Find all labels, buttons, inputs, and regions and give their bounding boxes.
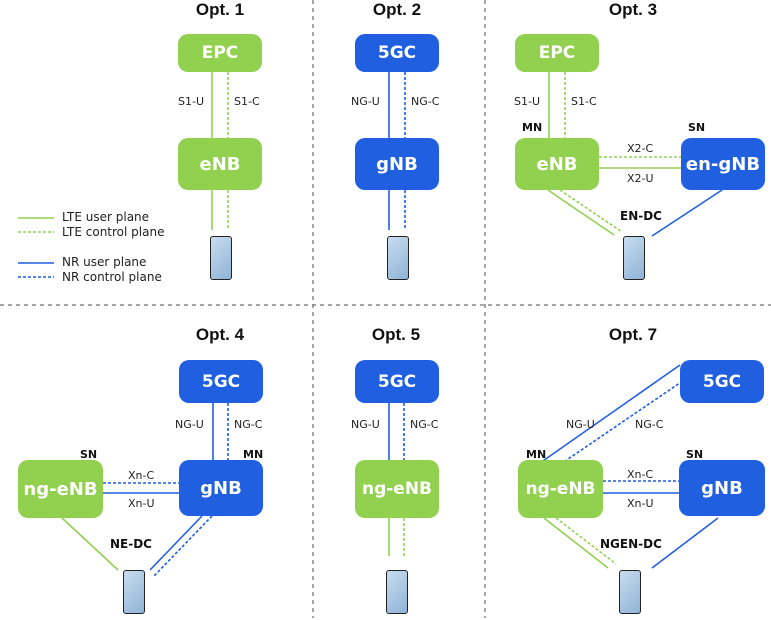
opt2-ue-phone-icon	[387, 236, 409, 280]
opt3-dc-label: EN-DC	[620, 209, 662, 223]
legend-nr-user-label: NR user plane	[62, 255, 147, 269]
opt3-epc-node: EPC	[515, 34, 599, 72]
opt7-ngu-label: NG-U	[566, 418, 595, 431]
opt7-title: Opt. 7	[608, 325, 658, 344]
opt3-sn-tag: SN	[688, 121, 706, 134]
legend-lte-ctrl-label: LTE control plane	[62, 225, 165, 239]
opt2-title: Opt. 2	[372, 0, 422, 19]
opt3-en-gnb-node: en-gNB	[681, 138, 765, 190]
opt7-dc-label: NGEN-DC	[600, 537, 662, 551]
opt3-ue-ctrl-line	[559, 189, 623, 233]
opt1-ue-phone-icon	[210, 236, 232, 280]
opt4-ue-phone-icon	[123, 570, 145, 614]
opt5-5gc-node: 5GC	[355, 360, 439, 403]
opt7-mn-tag: MN	[526, 448, 547, 461]
opt4-dc-label: NE-DC	[110, 537, 152, 551]
opt7-ngu-line	[539, 364, 681, 464]
opt7-ng-enb-node: ng-eNB	[518, 460, 603, 518]
opt2-ngc-label: NG-C	[411, 95, 440, 108]
opt4-ngu-label: NG-U	[175, 418, 204, 431]
opt4-mn-tag: MN	[243, 448, 264, 461]
legend-nr-ctrl-label: NR control plane	[62, 270, 162, 284]
opt4-5gc-node: 5GC	[179, 360, 263, 403]
opt3-ue-phone-icon	[623, 236, 645, 280]
opt5-ue-phone-icon	[386, 570, 408, 614]
opt4-ngc-label: NG-C	[234, 418, 263, 431]
opt7-ue-ctrl-line	[555, 517, 617, 565]
opt3-s1u-label: S1-U	[514, 95, 541, 108]
opt4-ue-user-line	[149, 515, 203, 571]
opt4-sn-tag: SN	[80, 448, 98, 461]
opt7-gnb-node: gNB	[679, 460, 765, 516]
opt1-epc-node: EPC	[178, 34, 262, 72]
opt3-title: Opt. 3	[608, 0, 658, 19]
opt3-enb-node: eNB	[515, 138, 599, 190]
opt3-ue-nr-line	[651, 189, 723, 237]
opt5-ngc-label: NG-C	[410, 418, 439, 431]
opt7-ngc-label: NG-C	[635, 418, 664, 431]
opt3-mn-tag: MN	[522, 121, 543, 134]
opt7-ue-phone-icon	[619, 570, 641, 614]
opt3-ue-user-line	[547, 189, 615, 236]
opt4-ue-lte-line	[61, 517, 119, 571]
opt5-title: Opt. 5	[371, 325, 421, 344]
opt7-ue-nr-line	[651, 517, 719, 569]
opt7-xnc-label: Xn-C	[627, 468, 654, 481]
opt7-5gc-node: 5GC	[680, 360, 764, 403]
opt2-ngu-label: NG-U	[351, 95, 380, 108]
opt4-title: Opt. 4	[195, 325, 245, 344]
opt7-sn-tag: SN	[686, 448, 704, 461]
opt4-ng-enb-node: ng-eNB	[18, 460, 103, 518]
opt1-enb-node: eNB	[178, 138, 262, 190]
opt3-s1c-label: S1-C	[571, 95, 597, 108]
opt5-ng-enb-node: ng-eNB	[355, 460, 439, 518]
opt1-title: Opt. 1	[195, 0, 245, 19]
opt1-s1c-label: S1-C	[234, 95, 260, 108]
opt4-xnu-label: Xn-U	[128, 497, 155, 510]
opt2-gnb-node: gNB	[355, 138, 439, 190]
legend-lte-user-label: LTE user plane	[62, 210, 150, 224]
opt3-x2c-label: X2-C	[627, 142, 654, 155]
opt4-xnc-label: Xn-C	[128, 469, 155, 482]
opt2-5gc-node: 5GC	[355, 34, 439, 72]
opt5-ngu-label: NG-U	[351, 418, 380, 431]
opt1-s1u-label: S1-U	[178, 95, 205, 108]
opt4-gnb-node: gNB	[179, 460, 263, 516]
opt7-ngc-line	[551, 375, 691, 471]
opt7-xnu-label: Xn-U	[627, 497, 654, 510]
opt4-ue-ctrl-line	[153, 515, 213, 577]
opt3-x2u-label: X2-U	[627, 172, 654, 185]
opt7-ue-user-line	[543, 517, 609, 569]
